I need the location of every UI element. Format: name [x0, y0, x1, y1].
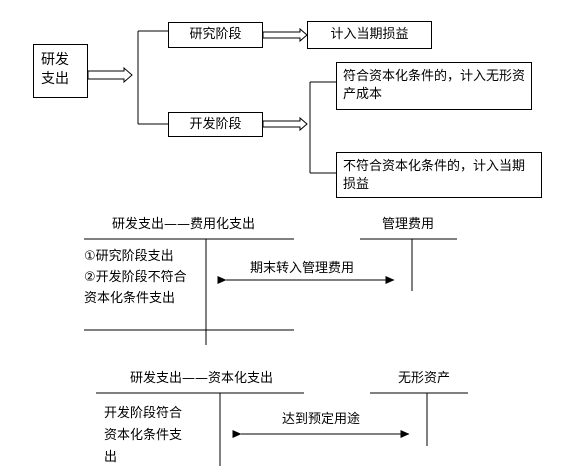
development-double-arrow	[262, 116, 308, 132]
research-stage-label: 研究阶段	[189, 27, 242, 42]
dev-expensed-label: 不符合资本化条件的，计入当期损益	[343, 159, 526, 192]
capitalized-entry-3: 出	[104, 450, 118, 465]
transfer-label-expensed: 期末转入管理费用	[250, 261, 355, 276]
expensed-entry-3: 资本化条件支出	[84, 291, 176, 306]
root-double-arrow	[87, 66, 133, 84]
intangible-asset-account-title: 无形资产	[398, 371, 451, 386]
expensed-account-title: 研发支出——费用化支出	[112, 217, 256, 232]
admin-expense-account-title: 管理费用	[382, 217, 435, 232]
dev-capitalized-label: 符合资本化条件的，计入无形资产成本	[343, 69, 526, 102]
root-label: 研发支出	[41, 52, 69, 87]
research-double-arrow	[262, 27, 308, 43]
expensed-entry-1: ①研究阶段支出	[84, 249, 174, 264]
research-stage-box: 研究阶段	[168, 22, 263, 48]
development-bracket	[309, 81, 336, 174]
development-stage-box: 开发阶段	[168, 112, 263, 137]
research-result-box: 计入当期损益	[307, 21, 432, 49]
main-bracket	[137, 30, 168, 125]
research-result-label: 计入当期损益	[330, 27, 409, 42]
dev-capitalized-box: 符合资本化条件的，计入无形资产成本	[336, 62, 532, 110]
capitalized-entry-1: 开发阶段符合	[104, 406, 183, 421]
capitalized-entry-2: 资本化条件支	[104, 428, 183, 443]
t-account-expensed-lines	[84, 238, 457, 345]
transfer-label-capitalized: 达到预定用途	[282, 412, 361, 427]
capitalized-account-title: 研发支出——资本化支出	[130, 371, 274, 386]
t-account-capitalized-lines	[96, 392, 468, 466]
development-stage-label: 开发阶段	[189, 117, 242, 132]
root-box: 研发支出	[33, 44, 88, 98]
dev-expensed-box: 不符合资本化条件的，计入当期损益	[336, 152, 542, 198]
expensed-entry-2: ②开发阶段不符合	[84, 270, 187, 285]
